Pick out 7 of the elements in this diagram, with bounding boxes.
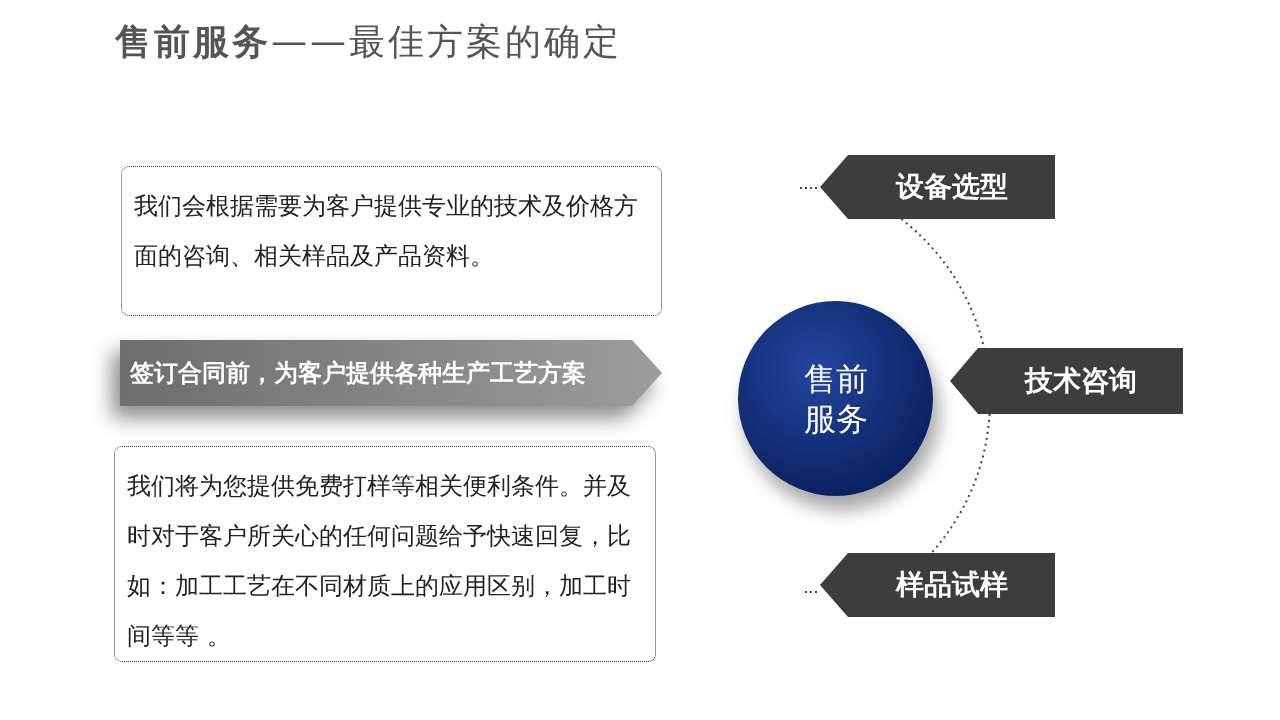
title: 售前服务——最佳方案的确定 (115, 20, 622, 64)
center-circle: 售前服务 (738, 301, 933, 496)
arrow-tag: 样品试样 (820, 553, 1055, 617)
arrow-tag: 设备选型 (820, 155, 1055, 219)
arrow-tag: 技术咨询 (950, 348, 1183, 414)
arrow-banner: 签订合同前，为客户提供各种生产工艺方案 (120, 340, 662, 406)
dotted-arc (930, 413, 991, 554)
